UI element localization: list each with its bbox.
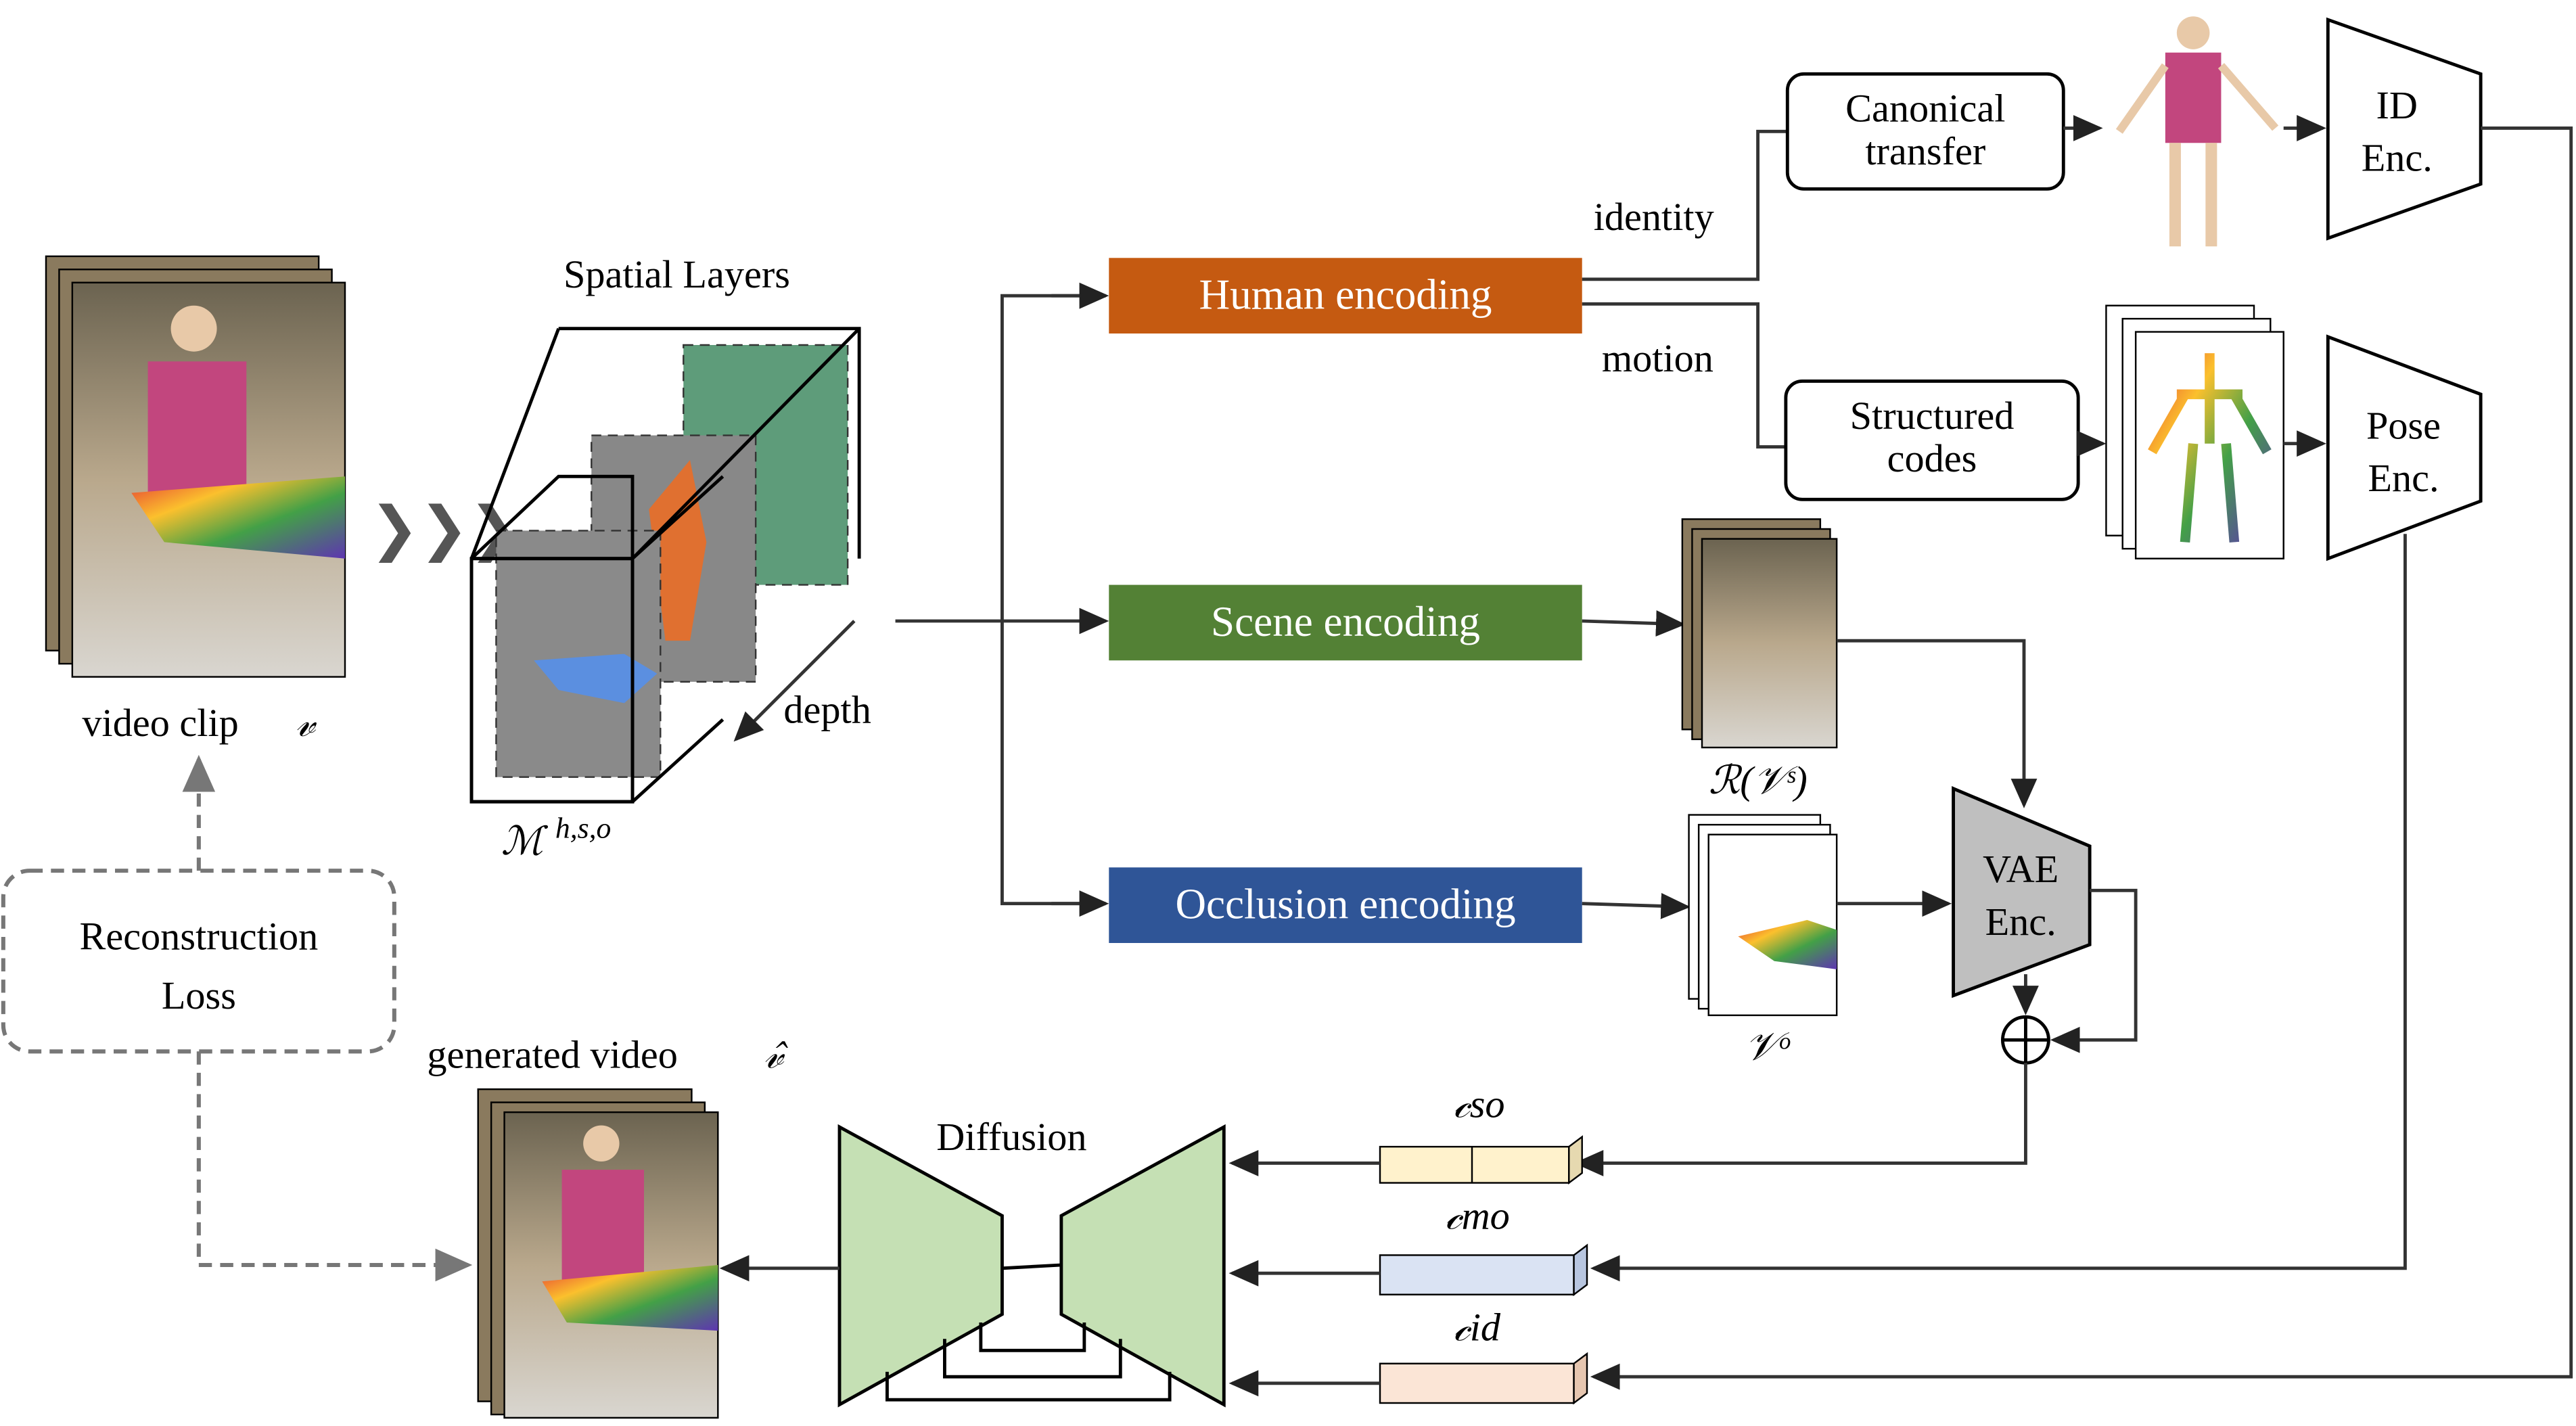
vae-line2: Enc. xyxy=(1985,900,2056,944)
occlusion-output-symbol: 𝒱ᵒ xyxy=(1745,1024,1791,1068)
structured-line1: Structured xyxy=(1850,394,2015,438)
input-label: video clip xyxy=(82,701,238,745)
occlusion-frames-stack xyxy=(1688,814,1838,1017)
id-encoder xyxy=(2326,17,2483,241)
pose-enc-line2: Enc. xyxy=(2368,456,2439,500)
canonical-line2: transfer xyxy=(1865,129,1985,173)
pose-encoder xyxy=(2326,334,2483,561)
vae-encoder xyxy=(1952,786,2092,998)
code-so-label: 𝒸so xyxy=(1454,1082,1504,1126)
human-encoding-block xyxy=(1109,258,1582,334)
id-enc-line2: Enc. xyxy=(2362,136,2433,180)
diffusion-encoder xyxy=(837,1124,1004,1408)
diffusion-decoder xyxy=(1059,1124,1226,1408)
canonical-transfer-box xyxy=(1785,72,2065,191)
code-id-token xyxy=(1379,1352,1588,1405)
scene-encoding-label: Scene encoding xyxy=(1211,598,1480,645)
pose-enc-line1: Pose xyxy=(2366,403,2441,447)
occlusion-encoding-label: Occlusion encoding xyxy=(1175,881,1515,928)
human-encoding-label: Human encoding xyxy=(1199,271,1492,319)
identity-label: identity xyxy=(1594,195,1714,239)
structured-line2: codes xyxy=(1887,436,1977,480)
loss-line2: Loss xyxy=(162,973,236,1017)
occlusion-encoding-block xyxy=(1109,867,1582,943)
mask-symbol: ℳ xyxy=(501,819,549,863)
output-video-stack xyxy=(477,1088,719,1419)
pose-maps-stack xyxy=(2105,304,2284,559)
mask-superscript: h,s,o xyxy=(555,812,612,845)
diffusion-label: Diffusion xyxy=(936,1115,1086,1159)
code-mo-label: 𝒸mo xyxy=(1446,1194,1510,1238)
canonical-line1: Canonical xyxy=(1845,87,2005,131)
motion-label: motion xyxy=(1602,336,1714,380)
code-id-label: 𝒸id xyxy=(1454,1306,1501,1350)
input-symbol: 𝓋 xyxy=(296,701,317,745)
scene-video-stack xyxy=(1681,518,1838,749)
loss-line1: Reconstruction xyxy=(79,915,318,959)
spatial-layers-cube xyxy=(469,327,861,804)
spatial-title: Spatial Layers xyxy=(564,252,790,296)
code-so-token xyxy=(1379,1135,1583,1184)
scene-encoding-block xyxy=(1109,584,1582,661)
chevrons-icon: ❯❯❯ xyxy=(369,496,518,563)
canonical-human-image xyxy=(2115,16,2279,247)
code-mo-token xyxy=(1379,1243,1588,1297)
output-label: generated video xyxy=(427,1033,677,1077)
vae-line1: VAE xyxy=(1983,847,2058,891)
input-video-stack xyxy=(45,255,346,678)
id-enc-line1: ID xyxy=(2376,83,2418,127)
reconstruction-loss-box xyxy=(1,869,396,1054)
scene-output-symbol: ℛ(𝒱ˢ) xyxy=(1709,758,1808,802)
output-symbol: 𝓋̂ xyxy=(764,1033,788,1077)
depth-label: depth xyxy=(783,688,871,732)
